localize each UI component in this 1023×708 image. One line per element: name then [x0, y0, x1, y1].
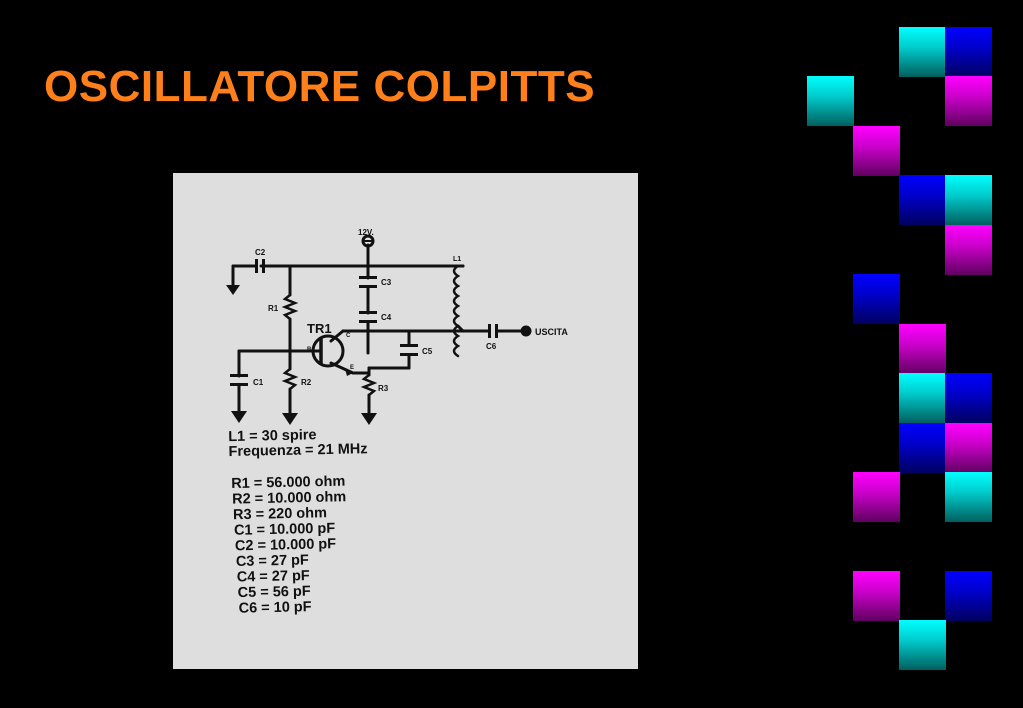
c3-plate-b: [359, 285, 377, 288]
c2-plate-b: [262, 259, 265, 273]
decor-square-cyan: [899, 373, 946, 423]
ground-symbol: [282, 413, 298, 425]
decor-square-magenta: [899, 324, 946, 374]
decor-square-magenta: [945, 76, 992, 126]
c6-plate-b: [495, 324, 498, 338]
base-pin-label: B: [307, 347, 312, 353]
spec-value-line: C3 = 27 pF: [236, 552, 309, 570]
decor-square-blue: [945, 27, 992, 77]
l1-label: L1: [453, 256, 461, 263]
decor-square-cyan: [945, 175, 992, 225]
c1-plate-b: [230, 383, 248, 386]
c2-label: C2: [255, 248, 266, 257]
decor-square-magenta: [853, 571, 900, 621]
collector-pin-label: C: [346, 333, 351, 339]
c4-label: C4: [381, 313, 392, 322]
decor-square-blue: [899, 423, 946, 473]
ground-symbol: [226, 285, 240, 295]
c5-label: C5: [422, 347, 433, 356]
output-label: USCITA: [535, 327, 568, 337]
decor-square-blue: [899, 175, 946, 225]
decor-square-blue: [945, 373, 992, 423]
decor-square-cyan: [807, 76, 854, 126]
c5-plate-a: [400, 344, 418, 347]
supply-terminal: [361, 234, 375, 248]
c6-label: C6: [486, 342, 497, 351]
c6-plate-a: [488, 324, 491, 338]
spec-value-line: R1 = 56.000 ohm: [231, 474, 345, 492]
c3-label: C3: [381, 278, 392, 287]
decor-square-magenta: [945, 225, 992, 275]
decor-square-blue: [853, 274, 900, 324]
c4-plate-a: [359, 311, 377, 314]
supply-label: 12V.: [358, 228, 374, 237]
decor-square-magenta: [853, 472, 900, 522]
tr1-label: TR1: [307, 321, 332, 336]
r1-label: R1: [268, 304, 279, 313]
spec-value-line: C4 = 27 pF: [237, 568, 310, 586]
spec-value-line: R2 = 10.000 ohm: [232, 489, 346, 507]
decor-square-cyan: [899, 27, 946, 77]
decor-square-blue: [945, 571, 992, 621]
page-title: OSCILLATORE COLPITTS: [44, 62, 596, 111]
ground-symbol: [231, 411, 247, 423]
circuit-figure: 12V. TR1 C B E C2 C3 C4 C5 C1 C6 R1 R2 R…: [173, 173, 638, 669]
decor-square-magenta: [853, 126, 900, 176]
output-terminal: [520, 325, 532, 337]
capacitor-plates: [226, 259, 498, 425]
r3-resistor: [360, 373, 378, 397]
decor-square-magenta: [945, 423, 992, 473]
decor-square-cyan: [899, 620, 946, 670]
spec-value-line: C6 = 10 pF: [238, 599, 311, 617]
c1-plate-a: [230, 374, 248, 377]
r1-resistor: [281, 293, 299, 321]
r2-label: R2: [301, 378, 312, 387]
spec-coil: L1 = 30 spire: [228, 427, 317, 445]
colpitts-schematic: 12V. TR1 C B E C2 C3 C4 C5 C1 C6 R1 R2 R…: [226, 228, 568, 617]
spec-value-line: R3 = 220 ohm: [233, 505, 327, 523]
c3-plate-a: [359, 276, 377, 279]
r2-resistor: [281, 367, 299, 391]
r3-label: R3: [378, 384, 389, 393]
spec-value-line: C2 = 10.000 pF: [235, 536, 337, 554]
l1-inductor: [452, 264, 461, 358]
decor-square-cyan: [945, 472, 992, 522]
ground-symbol: [361, 413, 377, 425]
spec-value-line: C1 = 10.000 pF: [234, 521, 336, 539]
emitter-pin-label: E: [350, 365, 354, 371]
c2-plate-a: [255, 259, 258, 273]
spec-value-line: C5 = 56 pF: [238, 584, 311, 602]
c4-plate-b: [359, 320, 377, 323]
spec-frequency: Frequenza = 21 MHz: [228, 441, 367, 460]
c1-label: C1: [253, 378, 264, 387]
c5-plate-b: [400, 353, 418, 356]
